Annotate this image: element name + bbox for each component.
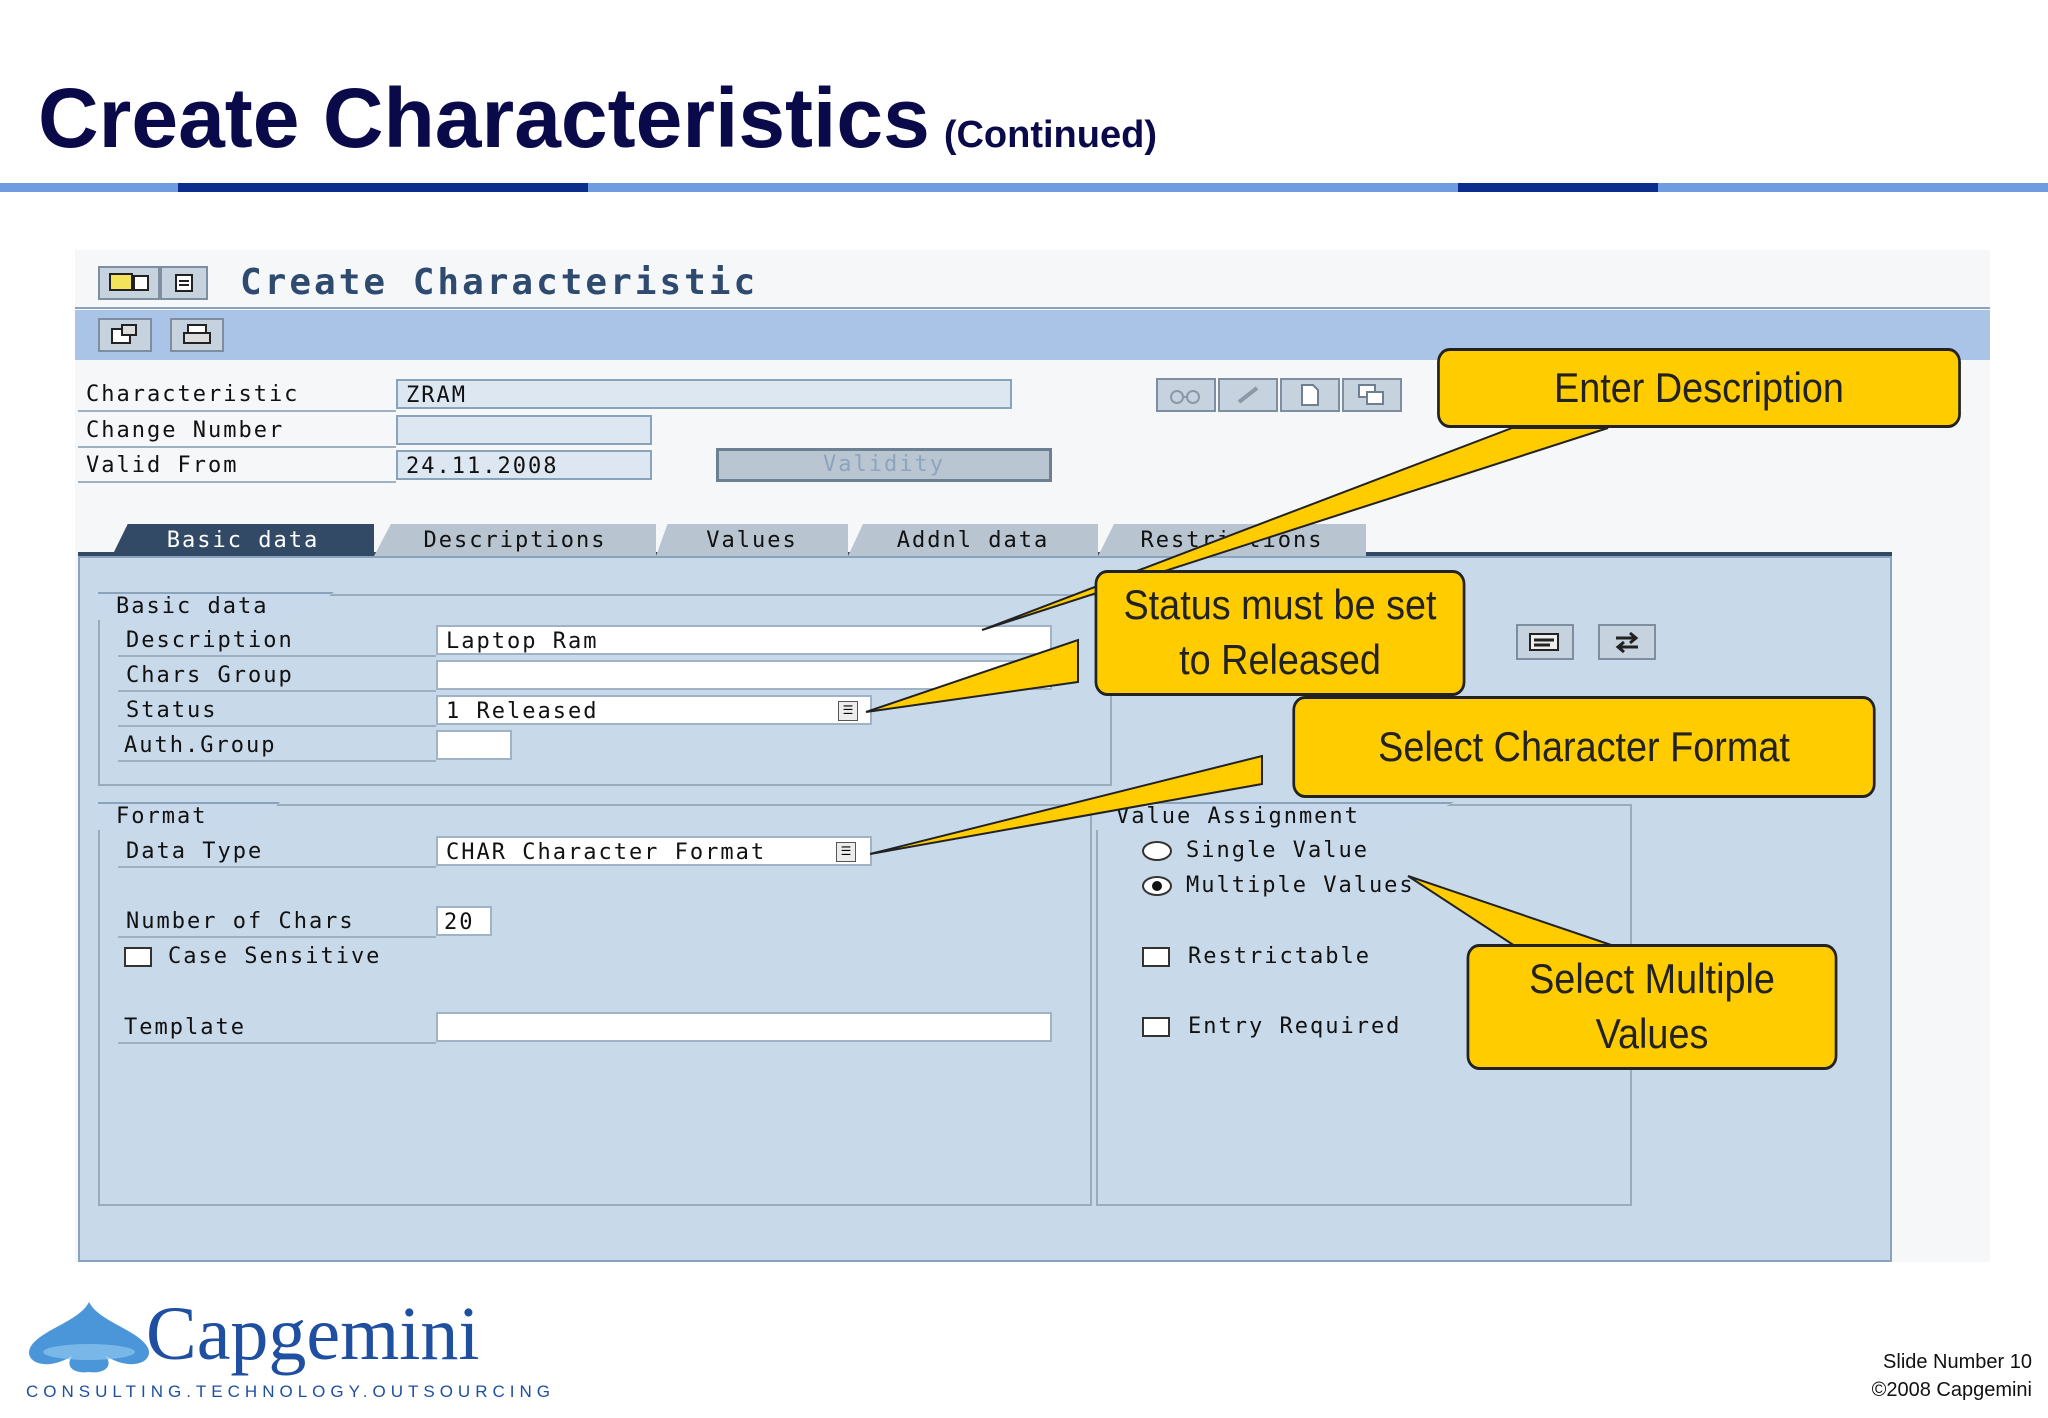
slide-number: Slide Number 10 [1883, 1351, 2032, 1373]
slide-subtitle: (Continued) [943, 114, 1157, 156]
new-document-button[interactable] [1280, 378, 1340, 412]
status-callout-line2: to Released [1179, 636, 1381, 683]
characteristic-label: Characteristic [86, 382, 300, 407]
change-number-underline [78, 446, 396, 448]
pencil-icon [1237, 386, 1259, 404]
menu-list-button[interactable] [160, 266, 208, 300]
tab-values[interactable]: Values [656, 524, 848, 556]
classification-button[interactable] [1516, 624, 1574, 660]
multiple-values-pointer [1407, 875, 1621, 949]
print-button[interactable] [170, 318, 224, 352]
status-dropdown-icon[interactable]: ☰ [838, 701, 858, 721]
title-rule-accent [178, 183, 588, 192]
select-format-text: Select Character Format [1378, 722, 1790, 770]
restrictable-checkbox[interactable] [1142, 947, 1170, 967]
glasses-icon [1170, 390, 1200, 404]
slide-title: Create Characteristics (Continued) [38, 70, 1157, 167]
chars-group-underline [118, 690, 436, 692]
document-icon [1301, 384, 1319, 406]
status-dropdown[interactable]: 1 Released [436, 695, 872, 725]
data-type-underline [118, 866, 436, 868]
auth-group-label: Auth.Group [124, 733, 277, 758]
switch-display-button[interactable] [98, 318, 152, 352]
entry-required-checkbox[interactable] [1142, 1017, 1170, 1037]
tab-basic-data[interactable]: Basic data [112, 524, 374, 556]
basic-data-group-title: Basic data [98, 592, 334, 620]
validity-button[interactable]: Validity [716, 448, 1052, 482]
glasses-list-icon [1529, 633, 1559, 651]
description-input[interactable]: Laptop Ram [436, 625, 1052, 655]
glasses-button[interactable] [1156, 378, 1216, 412]
menu-icon-button[interactable] [98, 266, 160, 300]
restrictable-label: Restrictable [1188, 944, 1371, 969]
format-pointer [869, 754, 1263, 855]
format-group-title: Format [98, 802, 280, 830]
template-input[interactable] [436, 1012, 1052, 1042]
capgemini-logo: Capgemini CONSULTING.TECHNOLOGY.OUTSOURC… [24, 1292, 550, 1406]
entry-required-label: Entry Required [1188, 1014, 1402, 1039]
number-of-chars-input[interactable]: 20 [436, 906, 492, 936]
case-sensitive-label: Case Sensitive [168, 944, 382, 969]
value-assignment-group-title: Value Assignment [1096, 802, 1454, 830]
swap-button[interactable] [1598, 624, 1656, 660]
validity-button-label: Validity [823, 452, 945, 477]
case-sensitive-checkbox[interactable] [124, 947, 152, 967]
valid-from-label: Valid From [86, 453, 239, 478]
title-rule [0, 183, 2048, 192]
template-label: Template [124, 1015, 246, 1040]
single-value-radio[interactable] [1142, 841, 1172, 861]
sap-title-divider [75, 307, 1990, 309]
swap-arrows-icon [1615, 631, 1639, 654]
enter-description-text: Enter Description [1554, 363, 1844, 411]
status-underline [118, 725, 436, 727]
characteristic-underline [78, 410, 396, 412]
status-label: Status [126, 698, 218, 723]
number-of-chars-label: Number of Chars [126, 909, 355, 934]
auth-group-underline [118, 760, 436, 762]
display-change-icon [111, 324, 137, 344]
template-underline [118, 1042, 436, 1044]
description-label: Description [126, 628, 294, 653]
auth-group-input[interactable] [436, 730, 512, 760]
single-value-label: Single Value [1186, 838, 1369, 863]
valid-from-underline [78, 481, 396, 483]
enter-description-callout: Enter Description [1437, 348, 1961, 428]
number-of-chars-underline [118, 936, 436, 938]
monitor-icon [109, 273, 149, 291]
format-group [98, 804, 1092, 1206]
list-icon [175, 274, 193, 292]
title-rule-accent [1458, 183, 1658, 192]
copyright: ©2008 Capgemini [1871, 1379, 2032, 1401]
copy-button[interactable] [1342, 378, 1402, 412]
edit-button[interactable] [1218, 378, 1278, 412]
spade-logo-icon [29, 1302, 149, 1373]
description-underline [118, 655, 436, 657]
status-callout: Status must be set to Released [1094, 570, 1466, 696]
multiple-values-radio[interactable] [1142, 876, 1172, 896]
data-type-label: Data Type [126, 839, 264, 864]
characteristic-field[interactable]: ZRAM [396, 379, 1012, 409]
multiple-values-callout-line2: Values [1595, 1010, 1709, 1057]
sap-window-title: Create Characteristic [240, 262, 759, 303]
multiple-values-callout: Select Multiple Values [1466, 944, 1838, 1070]
multiple-values-callout-line1: Select Multiple [1529, 955, 1775, 1003]
logo-wordmark: Capgemini [146, 1292, 480, 1376]
data-type-dropdown[interactable]: CHAR Character Format [436, 836, 872, 866]
printer-icon [183, 324, 211, 344]
tab-addnl-data[interactable]: Addnl data [848, 524, 1098, 556]
tab-descriptions[interactable]: Descriptions [374, 524, 656, 556]
logo-tagline: CONSULTING.TECHNOLOGY.OUTSOURCING [26, 1382, 555, 1401]
status-callout-line1: Status must be set [1123, 581, 1437, 629]
change-number-field[interactable] [396, 415, 652, 445]
copy-icon [1358, 384, 1384, 405]
status-pointer [865, 638, 1079, 713]
valid-from-field[interactable]: 24.11.2008 [396, 450, 652, 480]
change-number-label: Change Number [86, 418, 285, 443]
multiple-values-label: Multiple Values [1186, 873, 1415, 898]
chars-group-label: Chars Group [126, 663, 294, 688]
slide-footer: Slide Number 10 ©2008 Capgemini [1872, 1348, 2032, 1404]
select-format-callout: Select Character Format [1292, 696, 1876, 798]
slide-title-text: Create Characteristics [38, 71, 930, 165]
data-type-dropdown-icon[interactable]: ☰ [836, 842, 856, 862]
